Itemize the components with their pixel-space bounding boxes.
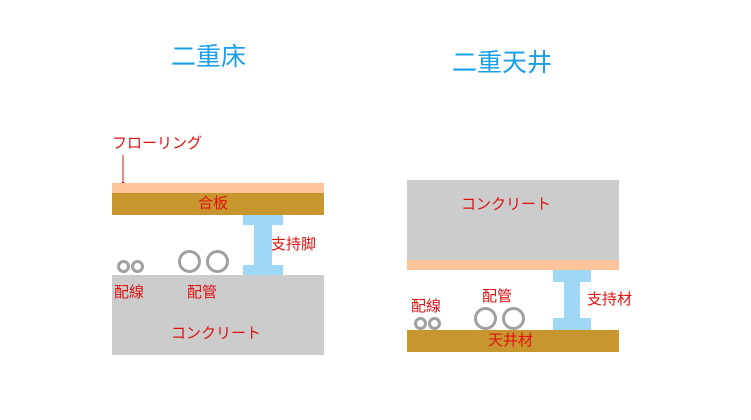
support-member-label: 支持材 — [587, 290, 633, 308]
flooring-layer — [112, 183, 324, 193]
ceiling-finish-layer — [407, 260, 619, 270]
double-floor-title: 二重床 — [171, 42, 247, 71]
ceiling-material-label: 天井材 — [488, 331, 534, 349]
piping-label-ceiling: 配管 — [482, 287, 513, 305]
double-ceiling-title: 二重天井 — [452, 48, 553, 77]
concrete-label-floor: コンクリート — [171, 324, 262, 342]
concrete-label-ceiling: コンクリート — [461, 195, 552, 213]
piping-label-floor: 配管 — [187, 283, 218, 301]
plywood-layer — [112, 193, 324, 215]
wiring-label-ceiling: 配線 — [411, 297, 442, 315]
ceiling-board-layer — [407, 330, 619, 352]
flooring-label: フローリング — [112, 134, 203, 152]
support-leg-label: 支持脚 — [271, 235, 317, 253]
wiring-label-floor: 配線 — [114, 283, 145, 301]
concrete-slab-ceiling — [407, 180, 619, 260]
concrete-slab-floor — [112, 275, 324, 355]
plywood-label: 合板 — [198, 194, 229, 212]
